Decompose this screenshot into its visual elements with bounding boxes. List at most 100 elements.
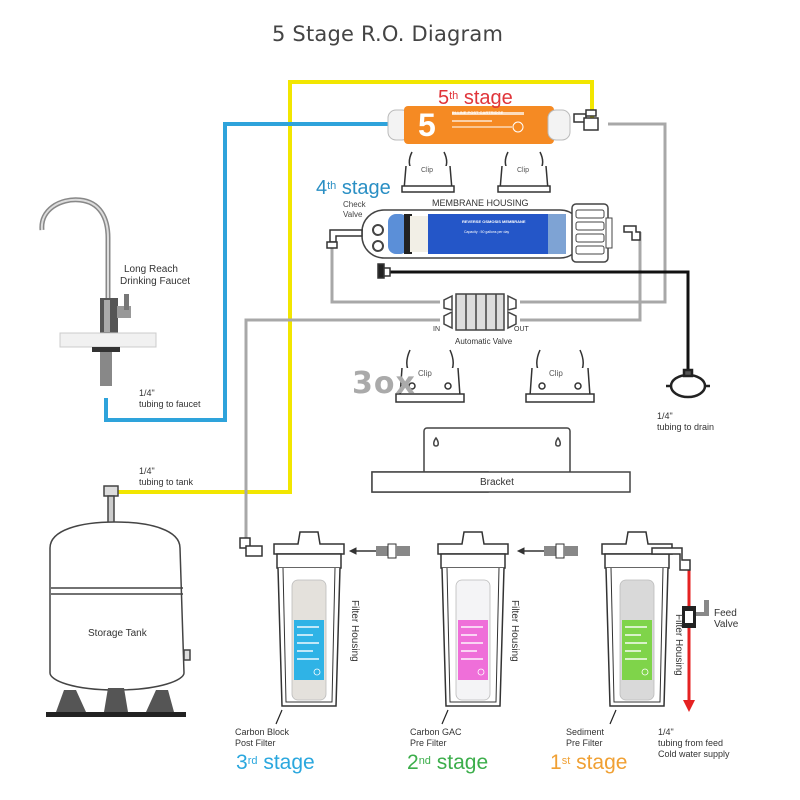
blue-tubing-to-faucet [104,122,390,422]
membrane-capacity: Capacity : 50 gallons per day [464,230,510,234]
tubing-tank-text: tubing to tank [139,477,194,487]
clip-icon [497,151,551,193]
tubing-to-faucet-label: 1/4" tubing to faucet [139,388,201,410]
bracket-label: Bracket [480,477,514,488]
tubing-drain-size: 1/4" [657,411,673,421]
storage-tank-shape [46,485,191,717]
feed-arrow-head [683,700,695,712]
elbow-fitting-icon [623,225,641,241]
stage-2-number: 2 [407,751,419,774]
tubing-to-tank-label: 1/4" tubing to tank [139,466,193,488]
tubing-tank-size: 1/4" [139,466,155,476]
clip-label: Clip [517,167,530,174]
clip-label: Clip [421,167,434,174]
clip-label: Clip [549,369,563,378]
membrane-label: REVERSE OSMOSIS MEMBRANE [462,219,526,224]
filter-name-stage1: Sediment Pre Filter [566,727,604,749]
faucet-label: Long Reach Drinking Faucet [120,264,190,288]
flow-arrow-icon [348,543,410,559]
flow-arrow-icon [516,543,578,559]
check-valve-line-2: Valve [343,210,363,219]
tubing-feed-text: tubing from feed [658,738,724,748]
stage-2-label: 2nd stage [407,751,488,775]
membrane-housing-label: MEMBRANE HOUSING [432,198,529,208]
post-carbon-cartridge [387,106,571,144]
stage-5-word: stage [463,87,513,109]
feed-valve-line-2: Valve [714,619,739,630]
clip-label: Clip [418,369,432,378]
tubing-faucet-size: 1/4" [139,388,155,398]
stage-1-label: 1st stage [550,751,627,775]
automatic-valve-label: Automatic Valve [455,337,513,346]
clip-icon [401,151,455,193]
grey-tubing-valve-out [520,232,642,322]
filter-housing-label: Filter Housing [349,600,360,662]
stage-5-label: 5th stage [438,86,513,110]
faucet-label-line-2: Drinking Faucet [120,276,191,287]
stage-4-suffix: th [327,180,337,192]
filter3-line-2: Post Filter [235,738,276,748]
tubing-feed-size: 1/4" [658,727,674,737]
clip-icon [395,349,465,403]
pointer-line [441,709,449,725]
post-cartridge-number: 5 [418,107,436,143]
filter1-line-2: Pre Filter [566,738,603,748]
check-valve-fitting-icon [326,229,363,249]
valve-out-label: OUT [514,326,529,333]
drain-fitting-icon [377,263,391,279]
filter2-line-1: Carbon GAC [410,727,462,737]
storage-tank-label: Storage Tank [88,628,147,639]
pointer-line [275,709,283,725]
clip-icon [525,349,595,403]
outlet-fitting-icon [239,537,263,557]
valve-in-label: IN [433,326,440,333]
filter-housing-stage3 [273,531,345,707]
tubing-feed-supply: Cold water supply [658,749,730,759]
inlet-fitting-icon [651,547,691,571]
stage-3-suffix: rd [247,755,258,767]
tubing-faucet-text: tubing to faucet [139,399,201,409]
stage-4-number: 4 [316,177,328,199]
filter-housing-label: Filter Housing [509,600,520,662]
filter-name-stage2: Carbon GAC Pre Filter [410,727,462,749]
yellow-tubing-to-tank [113,80,594,494]
filter-housing-stage1 [601,531,673,707]
stage-3-word: stage [263,751,315,774]
stage-5-suffix: th [449,90,459,102]
pointer-line [609,709,617,725]
feed-valve-line-1: Feed [714,608,737,619]
automatic-valve [443,293,517,331]
faucet-label-line-1: Long Reach [124,264,178,275]
tubing-to-drain-label: 1/4" tubing to drain [657,411,714,433]
post-cartridge-label: IN-LINE POST CARTRIDGE [452,110,504,115]
stage-1-number: 1 [550,751,562,774]
black-tubing-to-drain [384,270,690,370]
feed-valve-label: Feed Valve [714,608,738,630]
bracket [371,427,631,493]
filter-housing-label: Filter Housing [673,614,684,676]
filter-housing-stage2 [437,531,509,707]
stage-3-number: 3 [236,751,248,774]
check-valve-line-1: Check [343,200,366,209]
filter-name-stage3: Carbon Block Post Filter [235,727,289,749]
grey-tubing-check-valve [330,246,440,304]
stage-4-word: stage [341,177,391,199]
tubing-from-feed-label: 1/4" tubing from feed Cold water supply [658,727,730,760]
stage-1-word: stage [576,751,628,774]
membrane-housing [361,203,613,263]
stage-1-suffix: st [561,755,571,767]
elbow-fitting-icon [573,109,599,131]
stage-2-suffix: nd [418,755,431,767]
tubing-drain-text: tubing to drain [657,422,715,432]
grey-tubing-membrane-to-post [520,122,667,304]
watermark: 3ox [352,366,416,401]
grey-tubing-stage3-to-valve [244,318,440,540]
feed-valve-icon [682,600,709,628]
drain-saddle-icon [666,368,710,399]
stage-5-number: 5 [438,87,450,109]
check-valve-label: Check Valve [343,200,366,220]
filter3-line-1: Carbon Block [235,727,290,737]
page-title: 5 Stage R.O. Diagram [272,22,504,46]
drinking-faucet [39,197,157,386]
